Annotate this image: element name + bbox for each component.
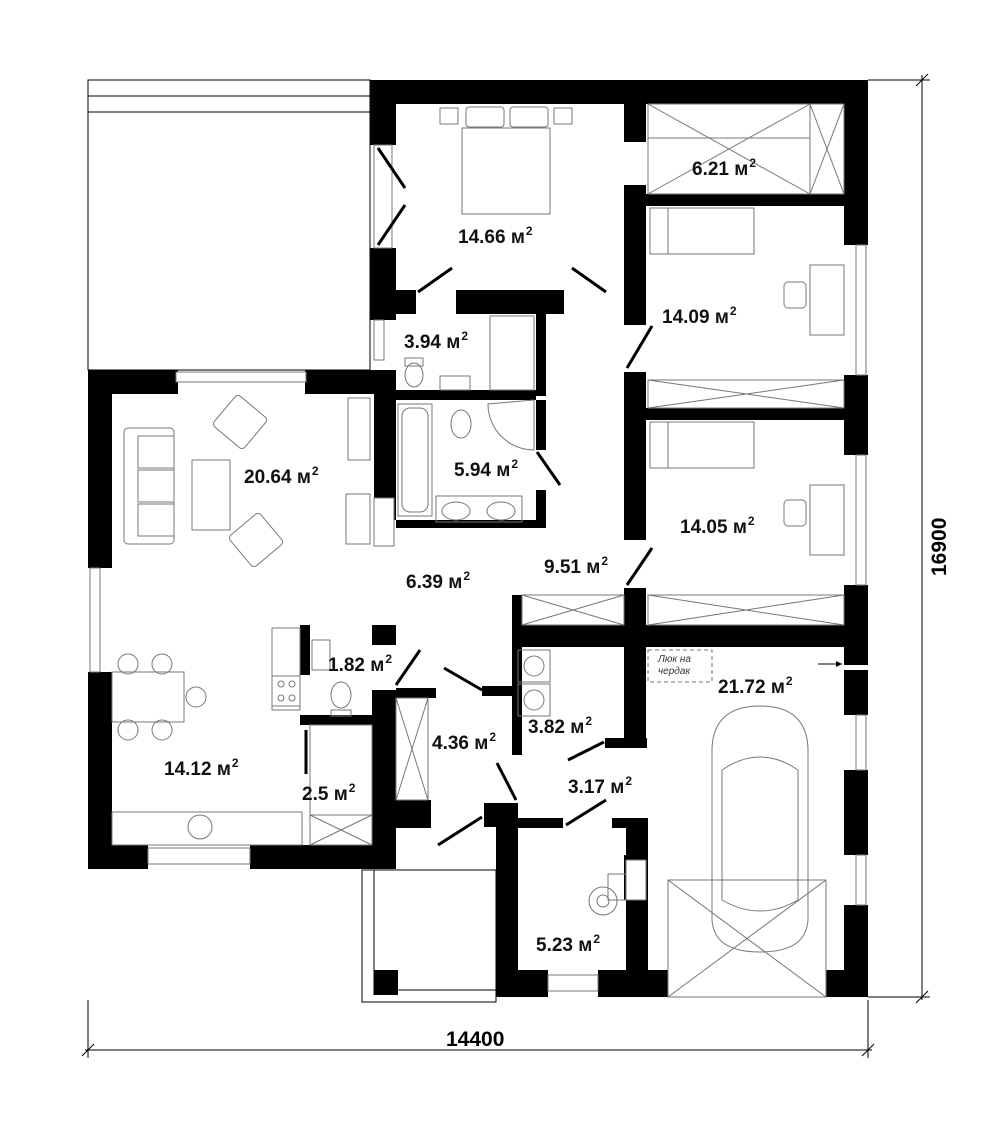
attic-hatch-line1: Люк на bbox=[658, 654, 691, 665]
kitchen-furniture bbox=[111, 627, 303, 846]
area-label-boiler-room: 5.23 м2 bbox=[536, 932, 601, 956]
area-label-storage: 2.5 м2 bbox=[302, 781, 356, 805]
area-label-bedroom-2: 14.09 м2 bbox=[662, 304, 737, 328]
width-dimension: 14400 bbox=[446, 1028, 505, 1051]
area-label-garage: 21.72 м2 bbox=[718, 674, 793, 698]
dimension-lines bbox=[81, 73, 930, 1058]
height-dimension: 16900 bbox=[928, 517, 951, 576]
bedroom-furniture bbox=[439, 106, 845, 556]
area-label-hall: 6.39 м2 bbox=[406, 569, 471, 593]
attic-hatch-note: Люк на чердак bbox=[658, 654, 691, 678]
utility-fixtures bbox=[373, 497, 647, 916]
area-label-wc-2: 1.82 м2 bbox=[328, 652, 393, 676]
area-label-living-room: 20.64 м2 bbox=[244, 464, 319, 488]
area-label-laundry: 3.82 м2 bbox=[528, 714, 593, 738]
area-label-bathroom: 5.94 м2 bbox=[454, 457, 519, 481]
terrace-canopy bbox=[87, 79, 371, 371]
area-label-entrance: 4.36 м2 bbox=[432, 730, 497, 754]
exterior-walls bbox=[88, 80, 868, 997]
area-label-vestibule: 3.17 м2 bbox=[568, 774, 633, 798]
living-furniture bbox=[123, 394, 371, 568]
area-label-wardrobe: 6.21 м2 bbox=[692, 156, 757, 180]
windows bbox=[89, 144, 867, 992]
wardrobe-fixtures bbox=[309, 103, 845, 846]
area-label-corridor: 9.51 м2 bbox=[544, 554, 609, 578]
doors bbox=[304, 147, 654, 847]
area-label-master-bedroom: 14.66 м2 bbox=[458, 224, 533, 248]
area-label-bedroom-3: 14.05 м2 bbox=[680, 514, 755, 538]
garage-car bbox=[647, 649, 842, 998]
area-label-kitchen: 14.12 м2 bbox=[164, 756, 239, 780]
bathroom-fixtures bbox=[311, 315, 535, 717]
area-label-wc-1: 3.94 м2 bbox=[404, 329, 469, 353]
attic-hatch-line2: чердак bbox=[658, 666, 691, 677]
